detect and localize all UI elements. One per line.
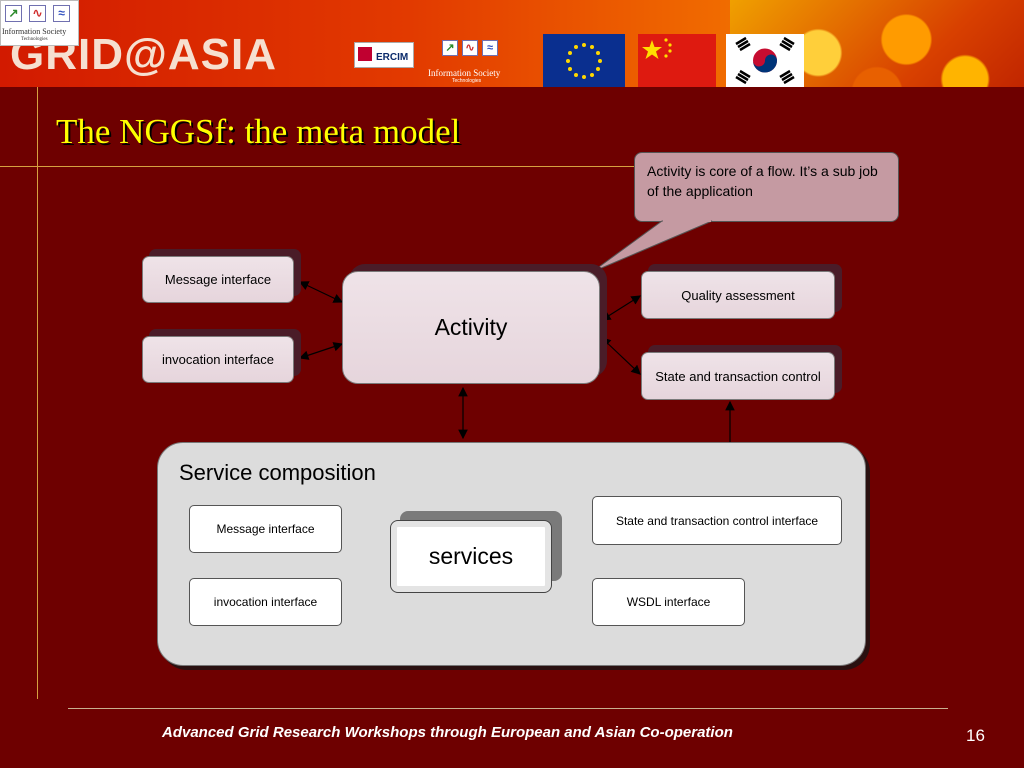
vertical-accent-line [37, 87, 38, 699]
ist-logo-corner: ↗ ∿ ≈ Information Society Technologies [0, 0, 79, 46]
slide-title: The NGGSf: the meta model [56, 112, 461, 151]
quality-assessment-box: Quality assessment [641, 271, 835, 319]
arrow-icon: ↗ [5, 5, 22, 22]
ist-subtext: Technologies [452, 78, 482, 84]
callout-pointer [591, 220, 713, 273]
eu-flag-icon [543, 34, 625, 87]
ercim-logo: ERCIM [354, 42, 414, 68]
page-number: 16 [966, 726, 985, 745]
activity-callout: Activity is core of a flow. It’s a sub j… [634, 152, 899, 222]
zigzag-icon: ∿ [29, 5, 46, 22]
arrow-icon: ↗ [442, 40, 458, 56]
wave-icon: ≈ [482, 40, 498, 56]
services-box: services [390, 520, 552, 593]
composition-invocation-interface-box: invocation interface [189, 578, 342, 626]
logo-text: Information Society [2, 27, 67, 36]
footer-text: Advanced Grid Research Workshops through… [162, 724, 733, 741]
korea-flag-icon [726, 34, 804, 87]
footer-divider [68, 708, 948, 709]
zigzag-icon: ∿ [462, 40, 478, 56]
wave-icon: ≈ [53, 5, 70, 22]
state-transaction-control-box: State and transaction control [641, 352, 835, 400]
composition-message-interface-box: Message interface [189, 505, 342, 553]
ist-text: Information Society [428, 68, 501, 78]
horizontal-accent-line [0, 166, 634, 167]
china-flag-icon [638, 34, 716, 87]
message-interface-box: Message interface [142, 256, 294, 303]
ist-logo: ↗ ∿ ≈ Information Society Technologies [428, 40, 514, 86]
logo-subtext: Technologies [21, 37, 48, 42]
invocation-interface-box: invocation interface [142, 336, 294, 383]
activity-box: Activity [342, 271, 600, 384]
service-composition-label: Service composition [179, 460, 376, 485]
ercim-mark-icon [358, 47, 372, 61]
state-transaction-control-interface-box: State and transaction control interface [592, 496, 842, 545]
wsdl-interface-box: WSDL interface [592, 578, 745, 626]
ercim-text: ERCIM [376, 52, 409, 63]
header-banner: GRID@ASIA ↗ ∿ ≈ Information Society Tech… [0, 0, 1024, 87]
